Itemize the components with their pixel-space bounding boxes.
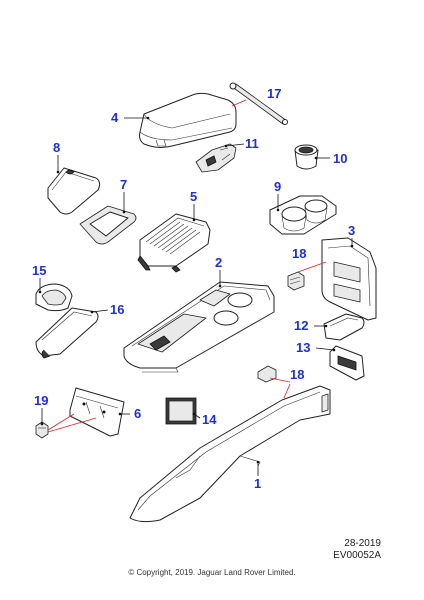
- part-3-trim-panel[interactable]: [321, 237, 377, 321]
- callout-17[interactable]: 17: [267, 86, 281, 101]
- callout-16[interactable]: 16: [110, 302, 124, 317]
- part-2-console-body[interactable]: [123, 281, 275, 373]
- callout-18-upper[interactable]: 18: [292, 246, 306, 261]
- part-18-clip-upper[interactable]: [287, 271, 305, 291]
- leader-lines: [38, 116, 354, 476]
- callouts: 17 4 11 10 8 7 5 9 3 18 15 2 16 12 13 18…: [32, 86, 355, 491]
- callout-2[interactable]: 2: [215, 255, 222, 270]
- part-14-pad[interactable]: [165, 397, 197, 425]
- callout-13[interactable]: 13: [296, 340, 310, 355]
- part-13-panel[interactable]: [329, 345, 365, 381]
- callout-7[interactable]: 7: [120, 177, 127, 192]
- part-7-mat[interactable]: [79, 205, 137, 245]
- leader-lines-red: [47, 99, 327, 433]
- callout-18-lower[interactable]: 18: [290, 367, 304, 382]
- callout-14[interactable]: 14: [202, 412, 217, 427]
- part-6-bracket[interactable]: [69, 387, 125, 437]
- part-10-cup[interactable]: [294, 144, 319, 170]
- part-17-rod[interactable]: [229, 82, 288, 125]
- diagram-reference-code: EV00052A: [333, 550, 381, 561]
- callout-8[interactable]: 8: [53, 140, 60, 155]
- callout-19[interactable]: 19: [34, 393, 48, 408]
- part-5-storage-bin[interactable]: [137, 213, 211, 273]
- copyright-notice: © Copyright, 2019. Jaguar Land Rover Lim…: [128, 568, 296, 577]
- part-15-bezel[interactable]: [35, 283, 73, 312]
- callout-9[interactable]: 9: [274, 179, 281, 194]
- callout-11[interactable]: 11: [245, 136, 259, 151]
- part-8-cover[interactable]: [47, 167, 101, 215]
- part-12-trim-plate[interactable]: [323, 313, 365, 341]
- callout-1[interactable]: 1: [254, 476, 261, 491]
- callout-3[interactable]: 3: [348, 223, 355, 238]
- callout-12[interactable]: 12: [294, 318, 308, 333]
- part-4-armrest-lid[interactable]: [139, 92, 237, 148]
- part-1-side-panel[interactable]: [129, 385, 331, 523]
- part-18-clip-lower[interactable]: [257, 365, 277, 383]
- callout-15[interactable]: 15: [32, 263, 46, 278]
- callout-6[interactable]: 6: [134, 406, 141, 421]
- part-9-cupholder-insert[interactable]: [269, 195, 337, 235]
- callout-10[interactable]: 10: [333, 151, 347, 166]
- part-11-latch[interactable]: [195, 143, 237, 173]
- diagram-date-code: 28-2019: [344, 538, 381, 549]
- callout-4[interactable]: 4: [111, 110, 119, 125]
- callout-5[interactable]: 5: [190, 189, 197, 204]
- part-16-switch-panel[interactable]: [35, 307, 99, 359]
